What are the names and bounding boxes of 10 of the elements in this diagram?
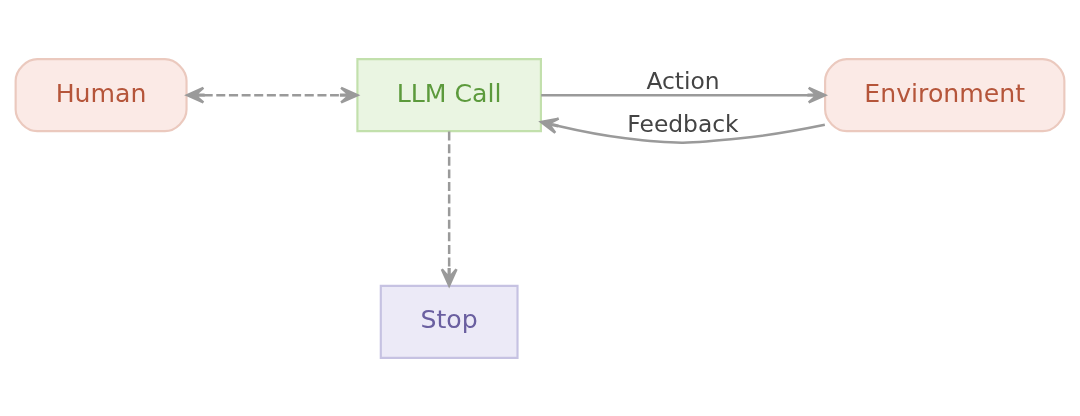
node-box: Stop (379, 284, 519, 359)
arrow (541, 86, 827, 104)
arrow (185, 86, 359, 104)
node-box: LLM Call (356, 57, 542, 132)
arrow (539, 116, 826, 144)
node-box: Environment (824, 57, 1066, 132)
arrow (440, 131, 458, 287)
edge-label: Feedback (627, 109, 739, 138)
node-box: Human (14, 57, 188, 132)
edge-label: Action (646, 66, 720, 95)
